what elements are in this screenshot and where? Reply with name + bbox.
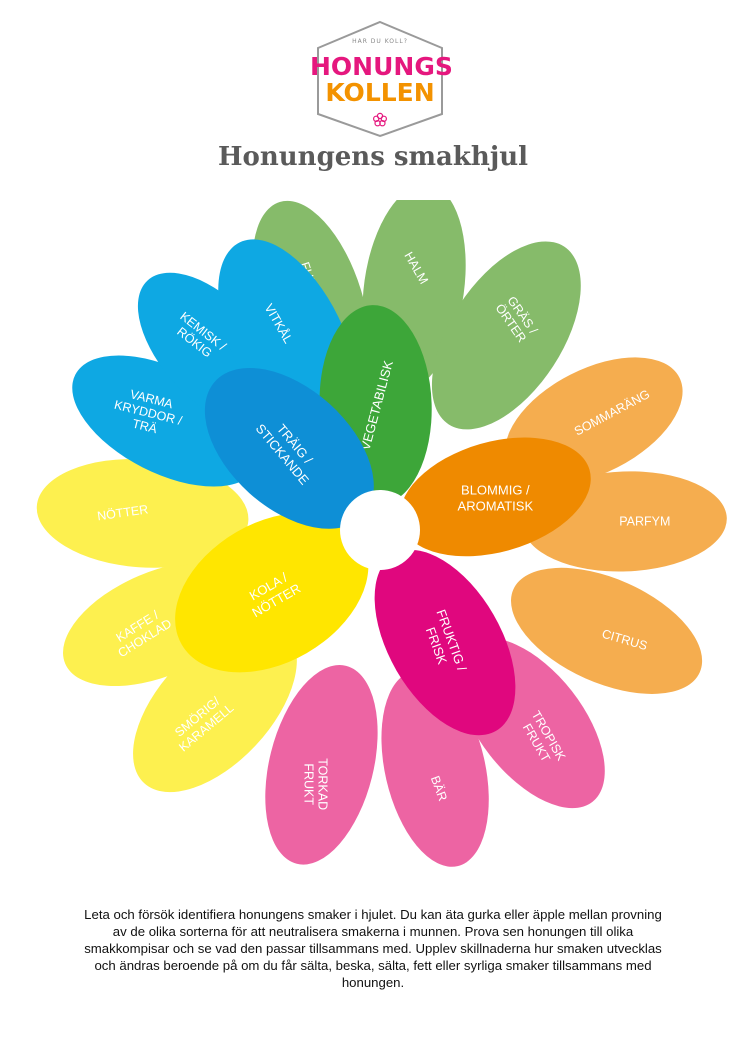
logo-line-1: HONUNGS — [310, 52, 453, 81]
description-text: Leta och försök identifiera honungens sm… — [84, 907, 662, 990]
logo-tagline: HAR DU KOLL? — [352, 38, 408, 45]
category-kola — [175, 512, 369, 673]
category-traig — [204, 367, 374, 529]
petal-label-torkad-frukt: TORKADFRUKT — [302, 758, 330, 810]
logo-hexagon-icon — [317, 20, 443, 138]
flavor-wheel: FUKTIGMARKHALMGRÄS /ÖRTERSOMMARÄNGPARFYM… — [36, 200, 727, 867]
category-fruktig — [374, 549, 516, 736]
honungskollen-logo: HAR DU KOLL? HONUNGS KOLLEN — [310, 18, 453, 140]
petal-citrus — [511, 567, 703, 694]
wheel-center — [340, 490, 420, 570]
petal-gras-orter — [431, 241, 581, 430]
petal-torkad-frukt — [265, 665, 378, 865]
logo-line-2: KOLLEN — [325, 78, 435, 107]
page-title: Honungens smakhjul — [217, 142, 529, 172]
petal-varma-kryddor-tra — [72, 355, 261, 487]
category-label-blommig: BLOMMIG /AROMATISK — [458, 483, 534, 514]
category-blommig — [399, 437, 591, 557]
petal-notter — [36, 459, 249, 568]
flower-icon — [373, 112, 387, 127]
petal-label-parfym: PARFYM — [619, 515, 670, 529]
